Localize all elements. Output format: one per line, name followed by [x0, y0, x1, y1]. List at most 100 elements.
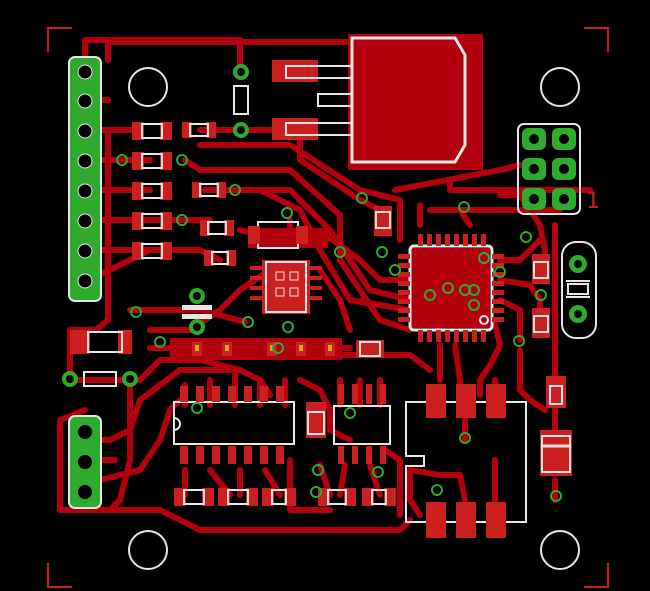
- ic-pin: [472, 234, 477, 246]
- mounting-hole-bottom-right: [540, 530, 580, 570]
- smd-cap-between-ics: [306, 402, 326, 438]
- ic-pin: [492, 308, 504, 313]
- ic-small-qfn: [248, 221, 322, 314]
- ic-pin: [398, 317, 410, 322]
- inductor-module: [405, 384, 527, 538]
- ic-pin: [196, 386, 204, 402]
- ic-pin: [481, 234, 486, 246]
- capacitor-vertical: [182, 288, 212, 335]
- ic-pin: [276, 386, 284, 402]
- ic-pin: [244, 386, 252, 402]
- ic-pin: [212, 446, 220, 464]
- ic-pin: [398, 299, 410, 304]
- ic-pin: [352, 384, 358, 404]
- ic-pin: [260, 386, 268, 402]
- smd-cap-center: [356, 340, 384, 358]
- ic-pin: [352, 446, 358, 464]
- ic-pin: [463, 330, 468, 342]
- vias: [116, 154, 562, 502]
- via: [272, 342, 284, 354]
- resistor-vertical: [233, 64, 249, 138]
- via: [130, 306, 142, 318]
- via: [478, 252, 490, 264]
- via: [312, 464, 324, 476]
- ic-pin: [398, 281, 410, 286]
- mounting-hole-top-right: [540, 67, 580, 107]
- via: [176, 154, 188, 166]
- voltage-regulator: [272, 36, 467, 164]
- ic-pin: [427, 330, 432, 342]
- via: [116, 154, 128, 166]
- board-outline-corners: [47, 27, 609, 588]
- ic-pin: [398, 272, 410, 277]
- via: [442, 282, 454, 294]
- mounting-hole-top-left: [128, 67, 168, 107]
- ic-pin: [212, 386, 220, 402]
- via: [356, 192, 368, 204]
- smd-resistor-left-long: [70, 330, 132, 354]
- ic-pin: [366, 446, 372, 464]
- via: [535, 289, 547, 301]
- ic-pin: [436, 330, 441, 342]
- ic-pin: [260, 446, 268, 464]
- header-3pin-left-bottom: [68, 415, 102, 509]
- ic-pin: [380, 446, 386, 464]
- ic-pin: [445, 234, 450, 246]
- header-8pin-left: [68, 56, 102, 302]
- diode: [540, 376, 572, 476]
- ic-pin: [398, 254, 410, 259]
- pin1-label: 1: [586, 189, 600, 214]
- ic-pin: [492, 299, 504, 304]
- smd-passives-bottom: [174, 488, 396, 506]
- copper-pours: [170, 34, 490, 360]
- via: [458, 201, 470, 213]
- ic-pin: [338, 384, 344, 404]
- via: [154, 336, 166, 348]
- via: [281, 207, 293, 219]
- ic-pin: [427, 234, 432, 246]
- ic-pin: [338, 446, 344, 464]
- microcontroller-qfp: [398, 234, 504, 342]
- ic-pin: [492, 263, 504, 268]
- ic-pin: [418, 234, 423, 246]
- ic-pin: [180, 446, 188, 464]
- via: [513, 335, 525, 347]
- via: [229, 184, 241, 196]
- mounting-hole-bottom-left: [128, 530, 168, 570]
- ic-pin: [454, 234, 459, 246]
- via: [389, 264, 401, 276]
- via: [372, 466, 384, 478]
- ic-pin: [180, 386, 188, 402]
- via: [191, 402, 203, 414]
- via: [344, 407, 356, 419]
- mounting-holes: [128, 67, 580, 570]
- ic-pin: [492, 317, 504, 322]
- ic-pin: [228, 386, 236, 402]
- ic-pin: [445, 330, 450, 342]
- ic-pin: [436, 234, 441, 246]
- ic-pin: [463, 234, 468, 246]
- via: [176, 214, 188, 226]
- ic-soic-8: [333, 384, 391, 464]
- via: [459, 284, 471, 296]
- ic-pin: [454, 330, 459, 342]
- crystal: [561, 241, 597, 339]
- via: [376, 246, 388, 258]
- ic-pin: [472, 330, 477, 342]
- smd-vertical-right: [374, 206, 550, 338]
- via: [520, 231, 532, 243]
- via: [459, 432, 471, 444]
- ic-pin: [196, 446, 204, 464]
- ic-pin: [492, 281, 504, 286]
- via: [334, 246, 346, 258]
- ic-pin: [380, 384, 386, 404]
- ic-pin: [398, 290, 410, 295]
- ic-pin: [418, 330, 423, 342]
- ic-pin: [366, 384, 372, 404]
- ic-pin: [398, 308, 410, 313]
- via: [468, 299, 480, 311]
- smd-passives-left: [132, 122, 236, 266]
- via: [282, 321, 294, 333]
- ic-pin: [492, 290, 504, 295]
